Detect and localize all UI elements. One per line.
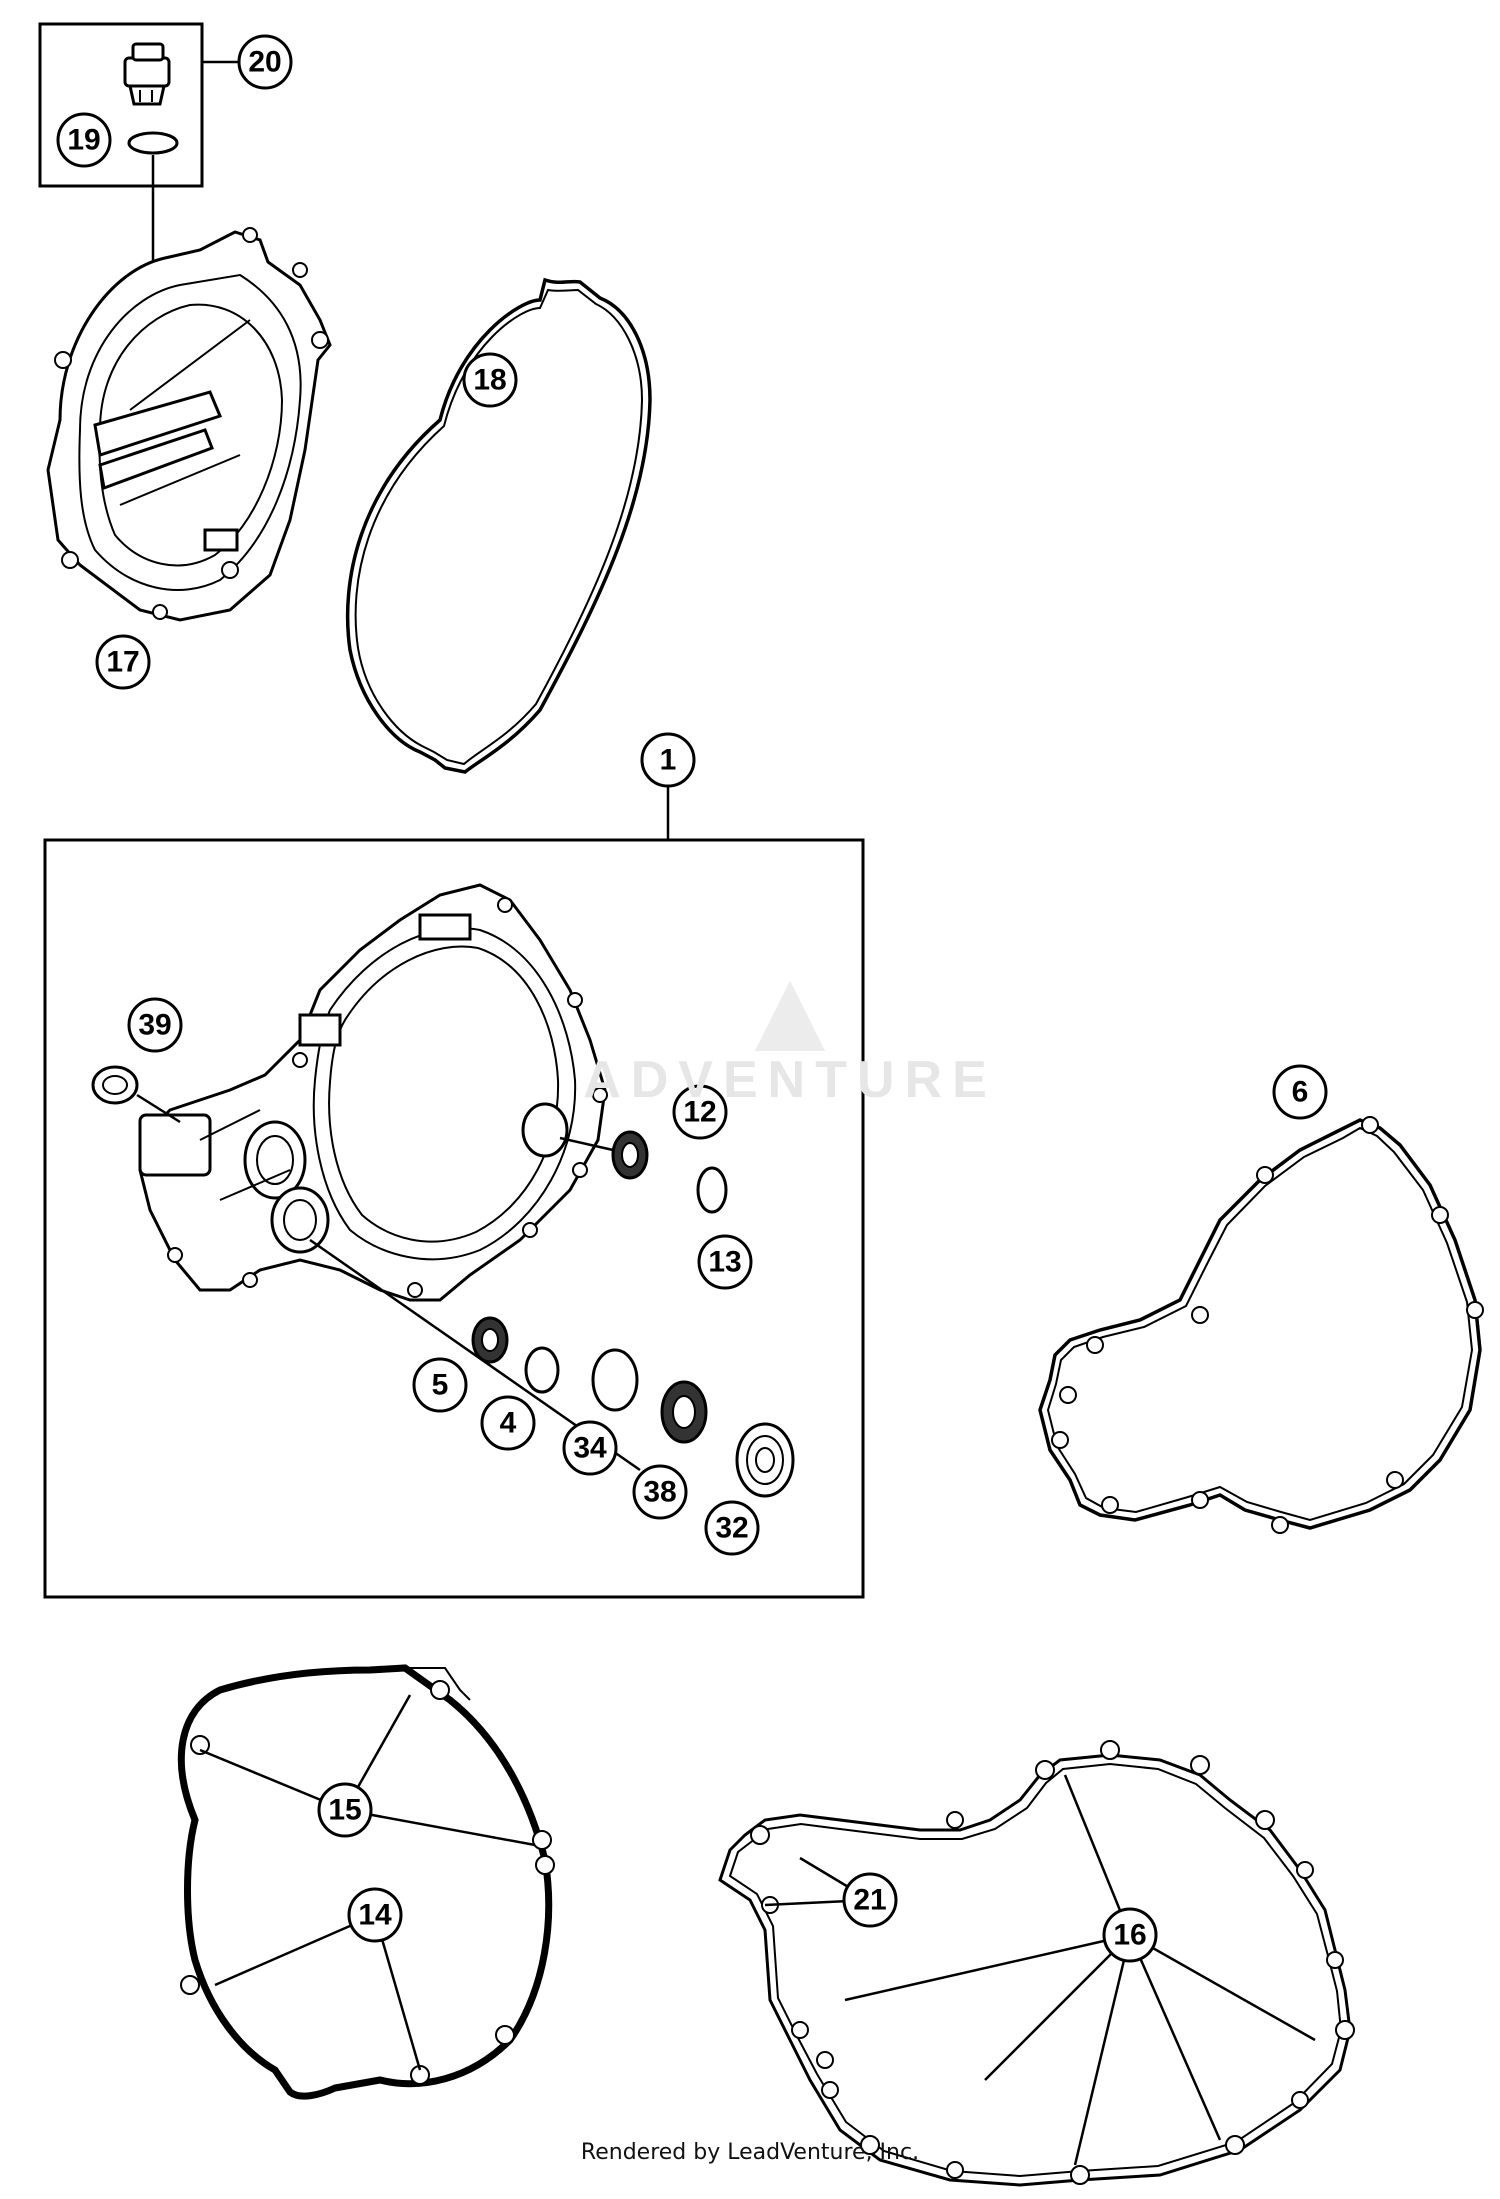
- inner-clutch-cover-part: [138, 883, 608, 1302]
- callout-17-label: 17: [106, 646, 139, 679]
- callout-38[interactable]: 38: [632, 1464, 688, 1520]
- callout-21-label: 21: [853, 1884, 886, 1917]
- clutch-cover-gasket-14-part: [177, 1664, 555, 2100]
- callout-39[interactable]: 39: [127, 997, 183, 1053]
- oil-filler-plug-part: [123, 42, 171, 106]
- callout-1[interactable]: 1: [640, 732, 696, 788]
- callout-12-label: 12: [683, 1096, 716, 1129]
- inner-cover-gasket-6-part: [1038, 1116, 1484, 1534]
- render-credit: Rendered by LeadVenture, Inc.: [580, 2140, 920, 2165]
- callout-32[interactable]: 32: [704, 1500, 760, 1556]
- plug-detail-box: [38, 22, 204, 188]
- callout-16-label: 16: [1113, 1919, 1146, 1952]
- shaft-seal-39-part: [91, 1065, 139, 1105]
- callout-6-label: 6: [1292, 1076, 1309, 1109]
- callout-13-label: 13: [708, 1246, 741, 1279]
- callout-21[interactable]: 21: [842, 1872, 898, 1928]
- callout-16[interactable]: 16: [1102, 1907, 1158, 1963]
- watermark: ▲ ADVENTURE: [570, 950, 1010, 1110]
- watermark-text: ADVENTURE: [583, 1051, 997, 1109]
- callout-1-label: 1: [660, 744, 677, 777]
- clutch-cover-gasket-part: [345, 277, 652, 774]
- inner-cover-assembly-box: [43, 838, 865, 1599]
- callout-5-label: 5: [432, 1369, 449, 1402]
- callout-4[interactable]: 4: [480, 1395, 536, 1451]
- callout-17[interactable]: 17: [95, 634, 151, 690]
- o-ring-part: [127, 131, 179, 155]
- callout-5[interactable]: 5: [412, 1357, 468, 1413]
- callout-32-label: 32: [715, 1512, 748, 1545]
- callout-19-label: 19: [67, 124, 100, 157]
- callout-20[interactable]: 20: [237, 34, 293, 90]
- callout-38-label: 38: [643, 1476, 676, 1509]
- callout-34[interactable]: 34: [562, 1420, 618, 1476]
- callout-15-label: 15: [328, 1794, 361, 1827]
- callout-12[interactable]: 12: [672, 1084, 728, 1140]
- callout-34-label: 34: [573, 1432, 607, 1465]
- clutch-cover-part: [46, 227, 332, 622]
- callout-18-label: 18: [473, 364, 506, 397]
- callout-18[interactable]: 18: [462, 352, 518, 408]
- callout-15[interactable]: 15: [317, 1782, 373, 1838]
- callout-20-label: 20: [248, 46, 281, 79]
- callout-19[interactable]: 19: [56, 112, 112, 168]
- callout-13[interactable]: 13: [697, 1234, 753, 1290]
- o-ring-13-part: [696, 1166, 728, 1214]
- callout-39-label: 39: [138, 1009, 171, 1042]
- callout-6[interactable]: 6: [1272, 1064, 1328, 1120]
- callout-4-label: 4: [500, 1407, 517, 1440]
- circlip-4-part: [524, 1346, 560, 1394]
- callout-14[interactable]: 14: [347, 1887, 403, 1943]
- o-ring-34-part: [591, 1348, 639, 1412]
- callout-14-label: 14: [358, 1899, 392, 1932]
- flame-logo-icon: ▲: [730, 943, 850, 1077]
- inner-cover-gasket-16-part: [718, 1740, 1355, 2187]
